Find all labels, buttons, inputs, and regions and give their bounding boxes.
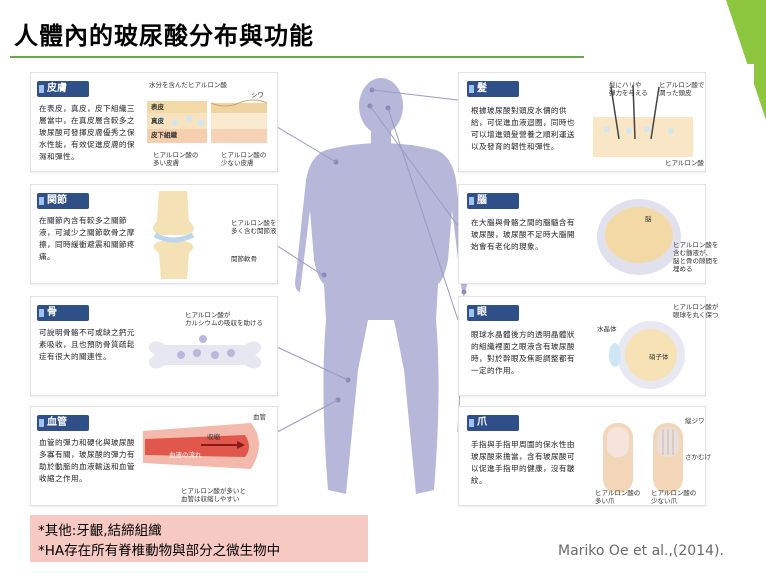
nail-label-many: ヒアルロン酸の 多い爪: [595, 489, 641, 505]
bone-label-top: ヒアルロン酸が カルシウムの吸収を助ける: [185, 311, 263, 327]
card-joint: 関節 在關節內含有較多之關節液，可減少之關節軟骨之摩擦，同時緩衝避震和關節疼痛。…: [30, 184, 278, 284]
nail-label-hangnail: さかむけ: [685, 453, 711, 461]
notes-box: [30, 515, 368, 562]
skin-label-top: 水分を含んだヒアルロン酸: [149, 81, 227, 89]
card-vessel-description: 血管的彈力和硬化與玻尿酸多寡有關，玻尿酸的彈力有助於動脈的血液輸送和血管收縮之作…: [39, 438, 135, 483]
skin-label-many: ヒアルロン酸の 多い皮膚: [153, 151, 199, 167]
point-hair: [369, 87, 375, 93]
skin-layers-illustration: [147, 99, 268, 143]
eye-label-lens: 水晶体: [597, 325, 617, 333]
point-skin: [333, 159, 339, 165]
skin-label-epidermis: 表皮: [151, 103, 164, 111]
hair-scalp-illustration: [593, 84, 693, 157]
fingernail-illustration: [603, 423, 683, 493]
corner-accent: [726, 0, 766, 120]
joint-label-fluid: ヒアルロン酸を 多く含む関節液: [231, 219, 277, 235]
card-nail-tag: 爪: [467, 415, 519, 431]
card-brain-description: 在大腦與骨骼之間的腦髓含有玻尿酸，玻尿酸不足時大腦開始會有老化的現象。: [471, 218, 575, 251]
brain-illustration: [597, 199, 681, 275]
point-eye: [385, 105, 391, 111]
point-nail: [461, 289, 467, 295]
skin-label-few: ヒアルロン酸の 少ない皮膚: [221, 151, 267, 167]
knee-joint-illustration: [152, 191, 195, 279]
card-nail-description: 手指與手指甲周圍的保水性由玻尿酸來擔當，含有玻尿酸可以促進手指甲的健康，沒有皺紋…: [471, 440, 575, 485]
nail-label-ridge: 縦ジワ: [685, 417, 705, 425]
blood-vessel-illustration: [143, 423, 259, 469]
skin-label-wrinkle: シワ: [251, 91, 264, 99]
note-line-2: *HA存在所有脊椎動物與部分之微生物中: [38, 543, 281, 559]
skin-label-subcutis: 皮下組織: [151, 131, 177, 139]
card-hair-tag: 髮: [467, 81, 519, 97]
vessel-label-vessel: 血管: [253, 413, 266, 421]
note-line-1: *其他:牙齦,結締組織: [38, 523, 162, 539]
card-hair: 髮 根據玻尿酸對頭皮水價的供給，可促進血液迴圈，同時也可以增進頭髮營養之順利運送…: [458, 72, 706, 172]
hair-label-bottom: ヒアルロン酸: [665, 159, 704, 167]
card-skin-description: 在表皮，真皮，皮下組織三層當中，在真皮層含較多之玻尿酸可發揮皮膚優秀之保水性能，…: [39, 104, 135, 161]
hair-label-left: 髪にハリや 弾力を与える: [609, 81, 648, 97]
card-hair-description: 根據玻尿酸對頭皮水價的供給，可促進血液迴圈，同時也可以增進頭髮營養之順利運送以及…: [471, 106, 575, 151]
card-brain: 腦 在大腦與骨骼之間的腦髓含有玻尿酸，玻尿酸不足時大腦開始會有老化的現象。 脳 …: [458, 184, 719, 284]
point-joint: [321, 272, 327, 278]
card-brain-tag: 腦: [467, 193, 519, 209]
bone-calcium-illustration: [148, 335, 262, 369]
eye-label-top: ヒアルロン酸が 眼球を丸く保つ: [673, 303, 719, 319]
point-vessel: [335, 397, 341, 403]
eyeball-illustration: [609, 321, 685, 389]
vessel-label-flow: 血液の流れ: [169, 451, 202, 459]
nail-label-few: ヒアルロン酸の 少ない爪: [651, 489, 697, 505]
card-vessel-tag: 血管: [37, 415, 89, 431]
brain-label-right: ヒアルロン酸を 含む髄液が、 脳と骨の隙間を 埋める: [673, 241, 719, 273]
joint-label-cartilage: 関節軟骨: [231, 255, 257, 263]
card-skin: 皮膚 在表皮，真皮，皮下組織三層當中，在真皮層含較多之玻尿酸可發揮皮膚優秀之保水…: [30, 72, 278, 172]
title-underline: [10, 56, 584, 58]
point-brain: [367, 103, 373, 109]
card-bone: 骨 可說明骨骼不可或缺之鈣元素吸收，且也預防骨質疏鬆症有很大的關連性。 ヒアルロ…: [30, 296, 278, 396]
card-bone-description: 可說明骨骼不可或缺之鈣元素吸收，且也預防骨質疏鬆症有很大的關連性。: [39, 328, 135, 361]
card-joint-tag: 関節: [37, 193, 89, 209]
vessel-label-bottom: ヒアルロン酸が多いと 血管は収縮しやすい: [181, 487, 246, 503]
card-vessel: 血管 血管的彈力和硬化與玻尿酸多寡有關，玻尿酸的彈力有助於動脈的血液輸送和血管收…: [30, 406, 278, 506]
card-eye-tag: 眼: [467, 305, 519, 321]
card-bone-tag: 骨: [37, 305, 89, 321]
hair-label-right: ヒアルロン酸で 潤った頭皮: [659, 81, 705, 97]
card-skin-tag: 皮膚: [37, 81, 89, 97]
citation: Mariko Oe et al.,(2014).: [558, 543, 724, 559]
page-title: 人體內的玻尿酸分布與功能: [14, 22, 314, 50]
skin-label-dermis: 真皮: [151, 117, 164, 125]
brain-label-brain: 脳: [645, 215, 652, 223]
vessel-label-contract: 収縮: [207, 433, 220, 441]
card-eye: 眼 眼球水晶體後方的透明晶體狀的組織裡面之眼液含有玻尿酸時，對於幹眼及焦距調整都…: [458, 296, 719, 396]
point-bone: [345, 377, 351, 383]
card-eye-description: 眼球水晶體後方的透明晶體狀的組織裡面之眼液含有玻尿酸時，對於幹眼及焦距調整都有一…: [471, 330, 575, 375]
card-joint-description: 在關節內含有較多之關節液，可減少之關節軟骨之摩擦，同時緩衝避震和關節疼痛。: [39, 216, 135, 261]
card-nail: 爪 手指與手指甲周圍的保水性由玻尿酸來擔當，含有玻尿酸可以促進手指甲的健康，沒有…: [458, 406, 711, 506]
eye-label-vitreous: 硝子体: [649, 353, 669, 361]
